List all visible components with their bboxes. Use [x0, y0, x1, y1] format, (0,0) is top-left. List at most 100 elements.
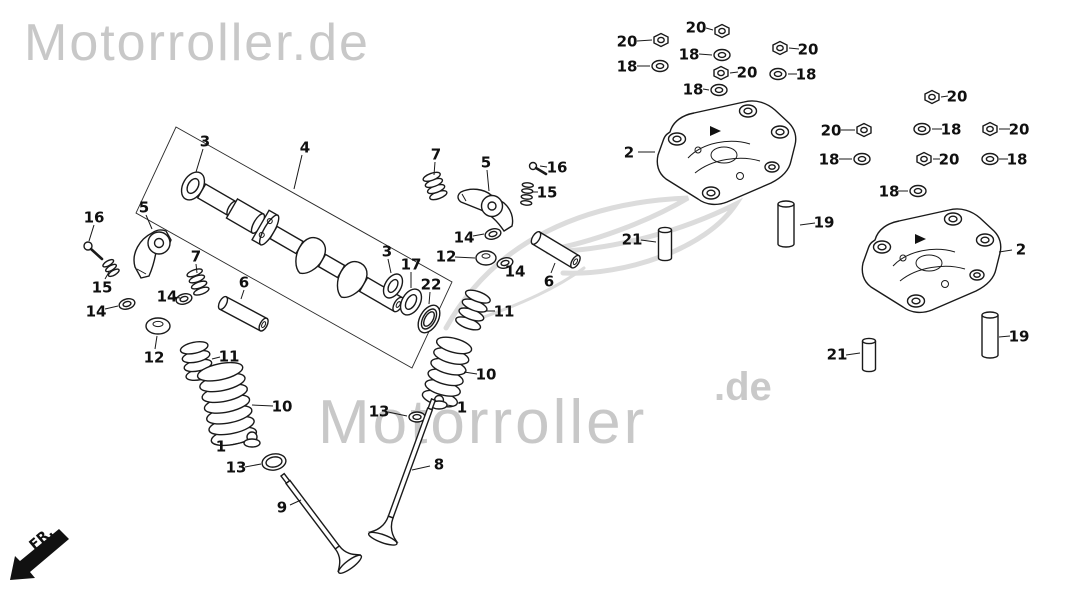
washer: [913, 122, 931, 136]
part-number-label: 18: [941, 120, 962, 138]
label-leader-line: [195, 263, 198, 274]
label-leader-line: [195, 148, 204, 173]
part-number-label: 2: [1016, 240, 1026, 258]
label-leader-line: [244, 463, 262, 468]
label-leader-line: [240, 289, 245, 300]
part-number-label: 12: [144, 348, 165, 366]
watermark-layer: Motorroller.de .de Motorroller: [24, 14, 772, 457]
part-number-label: 18: [1007, 150, 1028, 168]
drawing-layer: [83, 23, 1002, 574]
label-leader-line: [428, 291, 431, 305]
watermark-domain-suffix: .de: [714, 365, 772, 409]
label-leader-line: [463, 371, 478, 375]
part-number-label: 18: [617, 57, 638, 75]
spring-coil: [422, 171, 441, 183]
label-leader-line: [702, 88, 710, 91]
label-leader-line: [550, 262, 556, 274]
part-number-label: 20: [939, 150, 960, 168]
part-number-label: 7: [191, 247, 201, 265]
part-number-label: 5: [139, 198, 149, 216]
label-leader-line: [729, 71, 739, 74]
label-leader-line: [799, 222, 816, 226]
watermark-center: Motorroller: [318, 388, 647, 457]
washer: [853, 152, 871, 166]
fr-arrow-icon: [10, 529, 69, 580]
part-number-label: 2: [624, 143, 634, 161]
washer: [651, 59, 669, 73]
hex-nut: [916, 151, 932, 167]
washer: [710, 83, 728, 97]
camshaft: [180, 171, 405, 313]
label-leader-line: [251, 404, 274, 407]
adjuster-spring-left: [102, 258, 120, 278]
part-number-label: 11: [219, 347, 240, 365]
valve-spring-small-top-left: [186, 268, 210, 296]
cylinder-head-casting-left: [656, 100, 797, 206]
part-number-label: 10: [272, 397, 293, 415]
part-number-label: 15: [92, 278, 113, 296]
part-number-label: 13: [226, 458, 247, 476]
valve-spring-small-top-right: [422, 171, 448, 201]
part-number-label: 20: [1009, 120, 1030, 138]
part-number-label: 7: [431, 145, 441, 163]
dowel-pin-large-left: [777, 200, 795, 248]
spring-coil: [104, 263, 118, 273]
part-number-label: 3: [200, 132, 210, 150]
dowel-pin-small-left: [657, 226, 673, 262]
spring-retainer-right: [408, 411, 426, 423]
label-leader-line: [211, 356, 221, 360]
part-number-label: 20: [821, 121, 842, 139]
hex-nut: [713, 65, 729, 81]
part-number-label: 20: [947, 87, 968, 105]
label-leader-line: [104, 271, 110, 280]
part-number-label: 13: [369, 402, 390, 420]
part-number-label: 6: [239, 273, 249, 291]
spring-seat-center: [475, 250, 497, 266]
hex-nut: [982, 121, 998, 137]
label-leader-line: [998, 249, 1013, 253]
label-leader-line: [387, 411, 408, 417]
spring-coil: [520, 194, 533, 200]
part-number-label: 20: [686, 18, 707, 36]
pivot-bolt-left: [83, 241, 104, 261]
washer-small-left2: [174, 291, 194, 307]
spring-coil: [179, 340, 209, 355]
part-number-label: 19: [814, 213, 835, 231]
label-leader-line: [154, 335, 158, 350]
valve-stem-seal-left: [243, 431, 261, 448]
part-number-label: 10: [476, 365, 497, 383]
part-number-label: 14: [86, 302, 107, 320]
washer-small-left: [117, 296, 137, 312]
part-number-label: 14: [157, 287, 178, 305]
label-leader-line: [636, 39, 653, 42]
dowel-pin-large-right: [981, 311, 999, 359]
valve-intake: [280, 472, 363, 574]
label-leader-line: [411, 465, 431, 471]
spring-seat-ring-left: [261, 453, 287, 471]
label-leader-line: [88, 224, 95, 242]
part-number-label: 18: [679, 45, 700, 63]
washer: [909, 184, 927, 198]
spring-coil: [521, 188, 534, 194]
hex-nut: [714, 23, 730, 39]
spring-coil: [107, 268, 120, 278]
part-number-label: 15: [537, 183, 558, 201]
part-number-label: 18: [879, 182, 900, 200]
fr-direction-indicator: FR.: [10, 524, 69, 580]
part-number-label: 21: [827, 345, 848, 363]
part-number-label: 3: [382, 242, 392, 260]
part-number-label: 16: [84, 208, 105, 226]
watermark-logo-swoosh-icon: [443, 195, 744, 331]
label-leader-line: [539, 165, 548, 168]
oil-seal-ring: [417, 304, 441, 334]
hex-nut: [856, 122, 872, 138]
spring-coil: [186, 268, 203, 278]
label-leader-line: [173, 296, 181, 299]
label-leader-line: [845, 352, 861, 356]
spring-coil: [521, 182, 534, 188]
part-number-label: 18: [796, 65, 817, 83]
label-leader-line: [446, 404, 454, 407]
part-number-label: 20: [737, 63, 758, 81]
